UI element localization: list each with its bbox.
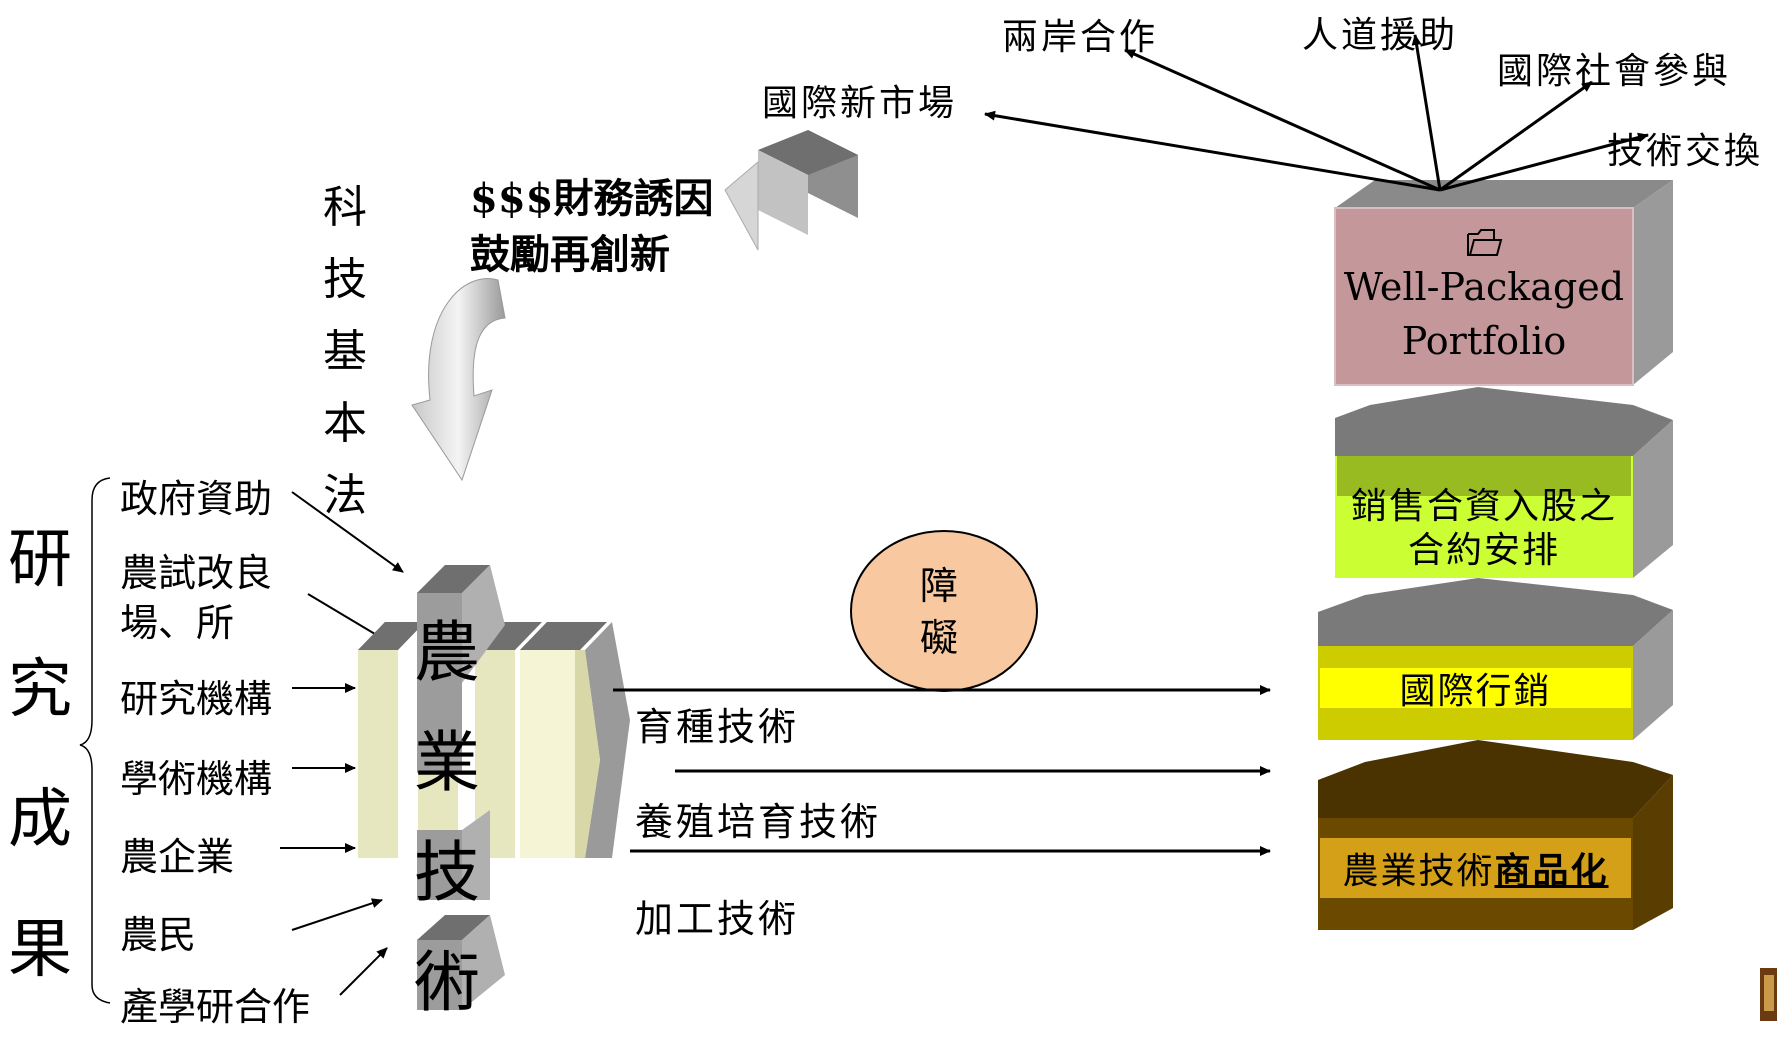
curved-arrow [411, 278, 506, 482]
commercial-prefix: 農業技術 [1342, 851, 1495, 892]
outcome-arrows [984, 34, 1649, 192]
portfolio-title-line1: Well-Packaged [1343, 264, 1625, 309]
source-government-funding: 政府資助 [120, 477, 273, 521]
barrier-char: 障 [920, 564, 959, 608]
research-results-title: 研 究 成 果 [8, 495, 72, 1015]
stack-marketing [1318, 578, 1673, 740]
tech-aquaculture: 養殖培育技術 [635, 800, 882, 844]
commercial-emphasis: 商品化 [1494, 850, 1609, 892]
core-blocks [358, 565, 630, 1010]
emblem-logo [1760, 968, 1777, 1021]
source-farm-station-line1: 農試改良 [120, 551, 273, 595]
portfolio-box: Well-Packaged Portfolio [1335, 208, 1633, 385]
source-academic-institutions: 學術機構 [120, 757, 273, 801]
commercialization-box: 農業技術商品化 [1318, 838, 1633, 898]
outcome-arrow-exchange [1439, 132, 1649, 192]
barrier-char: 礙 [920, 616, 959, 660]
tech-breeding: 育種技術 [635, 705, 800, 749]
outcome-humanitarian-aid: 人道援助 [1302, 15, 1459, 56]
sales-line2: 合約安排 [1407, 530, 1560, 571]
tech-processing: 加工技術 [635, 897, 800, 941]
source-farm-station-line2: 場、所 [120, 601, 235, 645]
outcome-arrow-aid [1411, 34, 1442, 191]
source-agribusiness: 農企業 [120, 835, 235, 879]
law-char: 科 [323, 182, 367, 233]
core-char: 業 [414, 724, 480, 801]
law-char: 技 [323, 254, 367, 305]
marketing-label: 國際行銷 [1399, 671, 1552, 712]
financial-incentive-line2: 鼓勵再創新 [470, 231, 670, 278]
research-title-char: 成 [8, 783, 72, 857]
financial-incentive-line1: $$$財務誘因 [470, 175, 714, 222]
outcome-arrow-cross [1124, 48, 1441, 192]
international-marketing-box: 國際行銷 [1318, 668, 1633, 712]
left-brace [79, 477, 111, 1004]
arrow-farmer [291, 898, 383, 931]
science-tech-basic-law: 科 技 基 本 法 [323, 172, 367, 532]
research-title-char: 果 [8, 913, 72, 987]
barrier-label: 障 礙 [920, 560, 958, 664]
law-char: 法 [323, 470, 367, 521]
stack-portfolio [1334, 180, 1673, 386]
sales-arrangement-box: 銷售合資入股之 合約安排 [1335, 486, 1633, 572]
core-char: 技 [414, 834, 480, 911]
arrow-gov [291, 491, 404, 573]
arrow-coop [339, 947, 388, 996]
source-industry-academia: 產學研合作 [120, 985, 311, 1029]
outcome-cross-strait: 兩岸合作 [1002, 17, 1159, 58]
stack-sales [1335, 387, 1673, 578]
stack-commercial [1318, 740, 1673, 930]
outcome-new-market: 國際新市場 [762, 83, 958, 124]
outcome-tech-exchange: 技術交換 [1607, 131, 1764, 172]
folder-icon [1467, 228, 1503, 256]
source-research-institutes: 研究機構 [120, 677, 273, 721]
arrow-farm-station [307, 593, 386, 641]
law-char: 基 [323, 326, 367, 377]
outcome-arrow-market [984, 110, 1441, 192]
source-farmers: 農民 [120, 913, 197, 957]
agricultural-technology-label: 農 業 技 術 [414, 598, 480, 1038]
left-3d-arrow [724, 130, 858, 251]
outcome-intl-participation: 國際社會參與 [1497, 51, 1732, 92]
sales-line1: 銷售合資入股之 [1350, 486, 1617, 527]
portfolio-title-line2: Portfolio [1401, 318, 1567, 363]
core-char: 術 [414, 944, 480, 1021]
research-title-char: 研 [8, 523, 72, 597]
law-char: 本 [323, 398, 367, 449]
outcome-arrow-intl [1439, 80, 1593, 192]
research-title-char: 究 [8, 653, 72, 727]
core-char: 農 [414, 614, 480, 691]
